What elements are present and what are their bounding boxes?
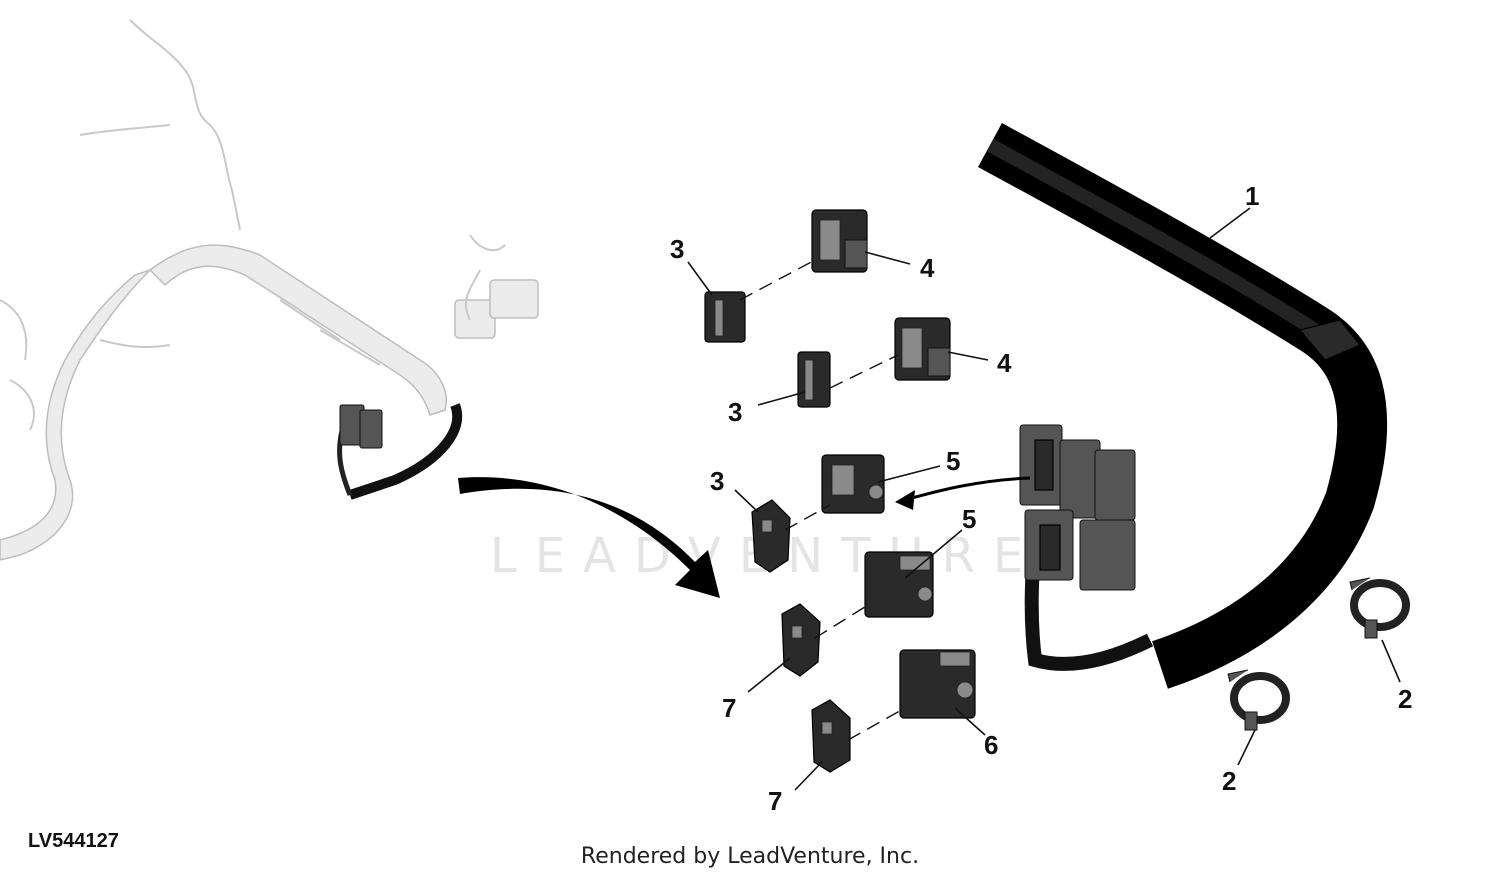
connector-housing-6 — [899, 649, 976, 719]
main-harness-ghost — [0, 19, 539, 561]
callout-2-upper: 2 — [1398, 684, 1412, 714]
detail-arrow — [458, 477, 720, 598]
callout-4-top: 4 — [920, 253, 935, 283]
callout-7-lower: 7 — [768, 786, 782, 816]
clamp-upper — [1349, 577, 1410, 639]
callout-1: 1 — [1245, 181, 1259, 211]
tpa-lock-7a — [781, 603, 821, 677]
highlighted-harness-section — [337, 403, 463, 500]
tpa-lock-3a — [704, 291, 746, 343]
harness-conduit — [895, 123, 1388, 689]
connector-housing-5a — [821, 454, 885, 514]
render-credit: Rendered by LeadVenture, Inc. — [580, 844, 920, 869]
callout-3-lower: 3 — [710, 466, 724, 496]
tpa-lock-7b — [811, 699, 851, 773]
callout-7-upper: 7 — [722, 693, 736, 723]
figure-id: LV544127 — [28, 830, 119, 852]
callout-6: 6 — [984, 730, 998, 760]
callout-4-middle: 4 — [997, 348, 1012, 378]
tpa-lock-3b — [797, 351, 831, 408]
callout-5-top: 5 — [946, 446, 960, 476]
callout-2-lower: 2 — [1222, 766, 1236, 796]
alignment-lines — [739, 259, 906, 741]
leader-lines — [687, 207, 1401, 791]
tpa-lock-3c — [751, 499, 791, 573]
callout-3-top: 3 — [670, 234, 684, 264]
connector-housing-4b — [894, 317, 951, 381]
callout-5-lower: 5 — [962, 504, 976, 534]
connector-housing-4a — [811, 209, 868, 273]
connector-housing-5b — [864, 551, 934, 618]
clamp-lower — [1227, 669, 1290, 731]
callout-3-middle: 3 — [728, 397, 742, 427]
